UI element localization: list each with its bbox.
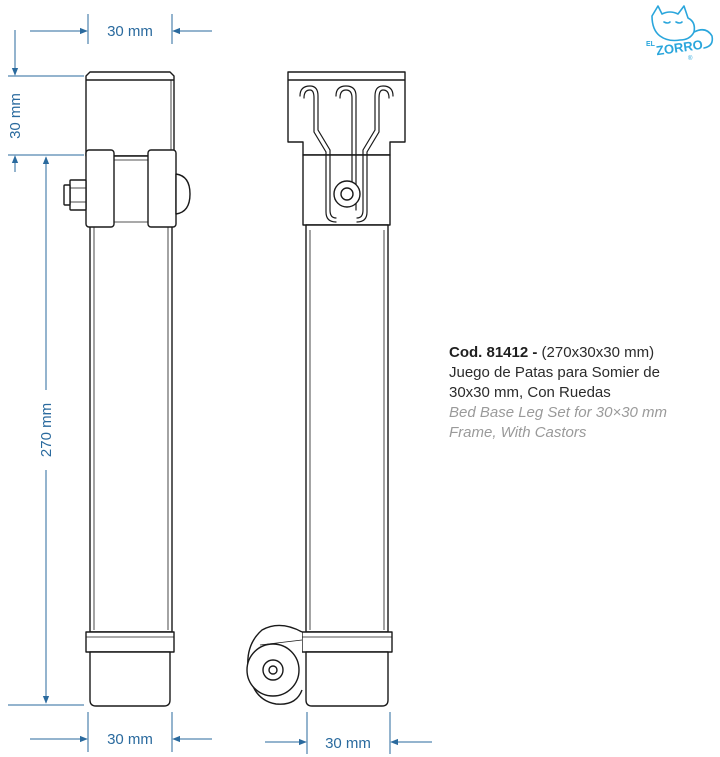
leg-side-view bbox=[63, 71, 191, 707]
product-description: Cod. 81412 - (270x30x30 mm) Juego de Pat… bbox=[449, 343, 714, 443]
dim-bottom-right-width: 30 mm bbox=[325, 735, 371, 752]
product-name-es-1: Juego de Patas para Somier de bbox=[449, 364, 660, 381]
center-bolt bbox=[333, 180, 361, 208]
spring-wires bbox=[299, 85, 394, 223]
logo-name: ZORRO bbox=[655, 37, 704, 58]
fox-icon bbox=[651, 5, 696, 42]
product-size: (270x30x30 mm) bbox=[541, 344, 655, 361]
castor-wheel bbox=[246, 624, 303, 705]
dim-left-height-top: 30 mm bbox=[7, 93, 24, 139]
logo-registered: ® bbox=[688, 55, 693, 62]
dimension-lines bbox=[8, 14, 432, 754]
dim-bottom-left-width: 30 mm bbox=[107, 731, 153, 748]
product-name-en-2: Frame, With Castors bbox=[449, 424, 587, 441]
product-name-en-1: Bed Base Leg Set for 30×30 mm bbox=[449, 404, 668, 421]
product-name-es-2: 30x30 mm, Con Ruedas bbox=[449, 384, 611, 401]
product-code: Cod. 81412 - bbox=[449, 344, 538, 361]
logo-el: EL bbox=[646, 41, 656, 48]
dim-top-width: 30 mm bbox=[107, 23, 153, 40]
product-code-line: Cod. 81412 - (270x30x30 mm) bbox=[449, 343, 714, 363]
el-zorro-logo: EL ZORRO ® bbox=[646, 5, 714, 62]
dim-left-height-main: 270 mm bbox=[38, 403, 55, 457]
leg-front-view bbox=[287, 71, 406, 707]
